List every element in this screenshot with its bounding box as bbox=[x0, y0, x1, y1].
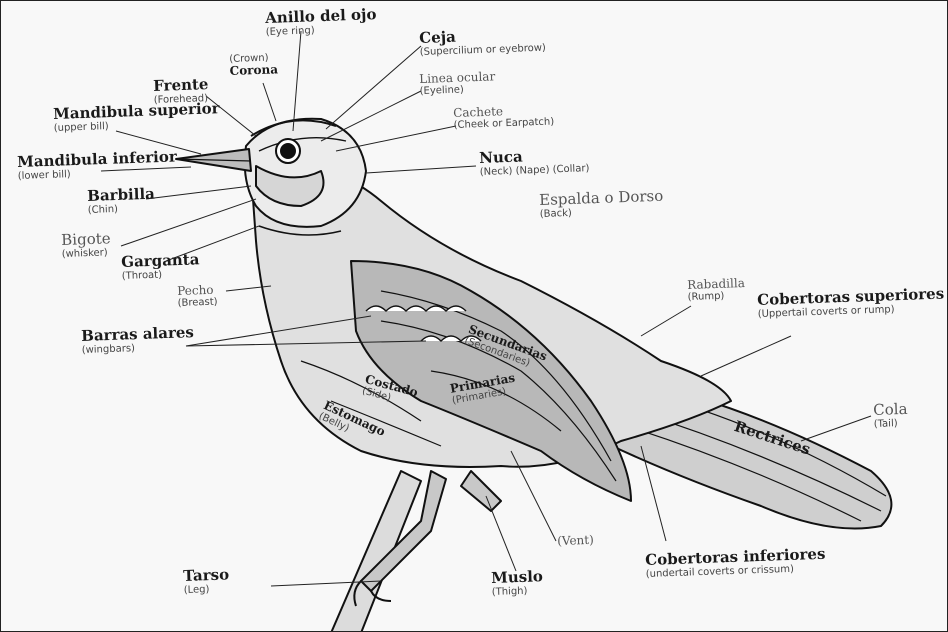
label-barras-alares: Barras alares(wingbars) bbox=[81, 325, 194, 356]
label-bigote: Bigote(whisker) bbox=[61, 231, 111, 260]
label-espalda: Espalda o Dorso(Back) bbox=[539, 189, 664, 220]
label-tarso: Tarso(Leg) bbox=[183, 567, 230, 596]
label-cola: Cola(Tail) bbox=[873, 402, 908, 430]
wingbar bbox=[366, 306, 466, 311]
label-rabadilla: Rabadilla(Rump) bbox=[687, 277, 745, 303]
label-barbilla: Barbilla(Chin) bbox=[87, 187, 156, 216]
label-ceja: Ceja(Supercilium or eyebrow) bbox=[419, 27, 546, 58]
label-pecho: Pecho(Breast) bbox=[177, 284, 218, 309]
label-muslo: Muslo(Thigh) bbox=[491, 569, 544, 598]
label-nuca: Nuca(Neck) (Nape) (Collar) bbox=[479, 147, 590, 178]
label-mandibula-inferior: Mandibula inferior(lower bill) bbox=[17, 149, 177, 182]
label-cachete: Cachete(Cheek or Earpatch) bbox=[453, 103, 554, 130]
label-linea-ocular: Linea ocular(Eyeline) bbox=[419, 70, 496, 97]
label-vent: (Vent) bbox=[557, 534, 594, 547]
label-anillo: Anillo del ojo(Eye ring) bbox=[265, 7, 377, 38]
label-corona: (Crown)Corona bbox=[229, 51, 278, 77]
label-garganta: Garganta(Throat) bbox=[121, 252, 200, 282]
